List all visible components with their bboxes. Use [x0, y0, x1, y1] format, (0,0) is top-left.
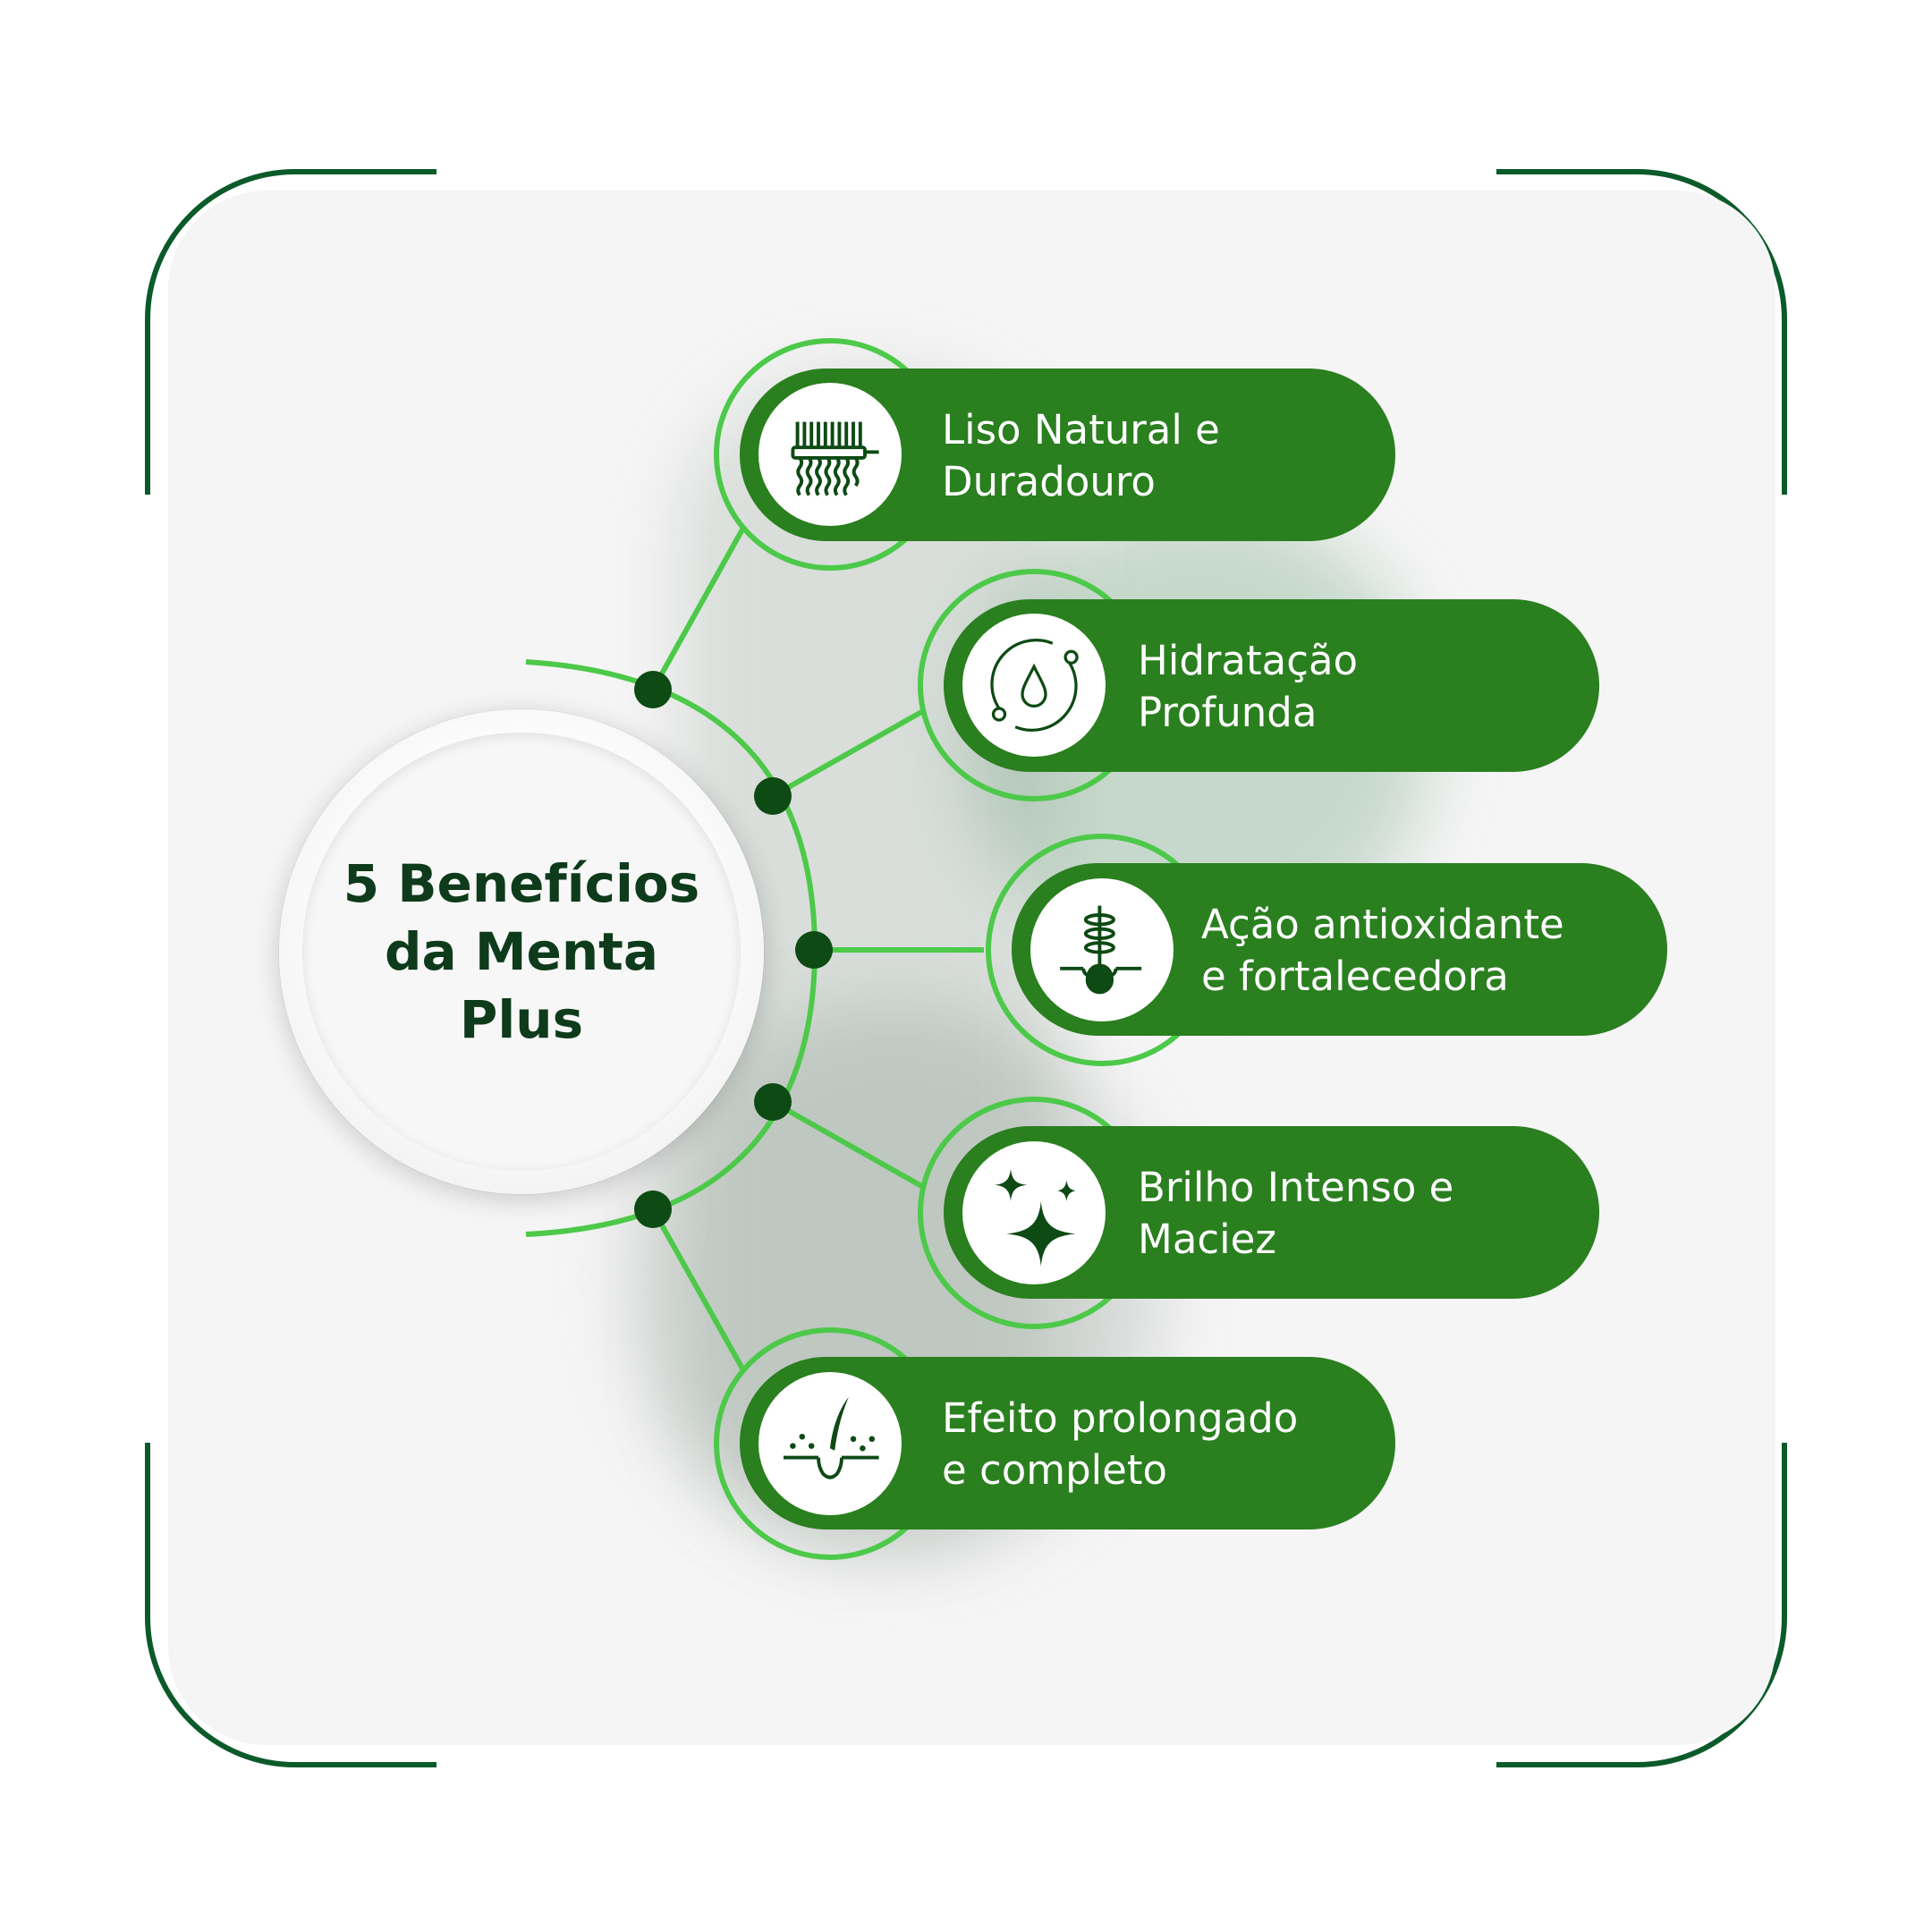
benefit-label-2: Hidratação Profunda	[1138, 637, 1359, 736]
water-drop-icon	[990, 639, 1079, 732]
benefit-icon-5	[758, 1372, 902, 1515]
benefit-icon-4	[962, 1141, 1106, 1284]
hair-follicle-strengthen-icon	[1060, 905, 1142, 995]
center-title-circle: 5 Benefícios da Menta Plus	[279, 709, 764, 1194]
node-dot-2	[754, 777, 792, 815]
benefit-label-1: Liso Natural e Duradouro	[942, 406, 1220, 505]
node-dot-4	[754, 1083, 792, 1121]
benefit-label-4: Brilho Intenso e Maciez	[1138, 1164, 1454, 1263]
benefit-icon-2	[962, 614, 1106, 757]
node-dot-5	[634, 1191, 672, 1228]
node-dot-3	[795, 931, 833, 969]
hair-root-icon	[784, 1397, 879, 1479]
hair-straightener-icon	[791, 421, 879, 496]
benefit-icon-3	[1030, 878, 1174, 1021]
benefit-label-5: Efeito prolongado e completo	[942, 1394, 1299, 1494]
benefit-label-3: Ação antioxidante e fortalecedora	[1201, 901, 1564, 1000]
benefit-icon-1	[758, 383, 902, 526]
sparkles-icon	[994, 1168, 1076, 1267]
node-dot-1	[634, 671, 672, 708]
page-title: 5 Benefícios da Menta Plus	[343, 853, 700, 1050]
